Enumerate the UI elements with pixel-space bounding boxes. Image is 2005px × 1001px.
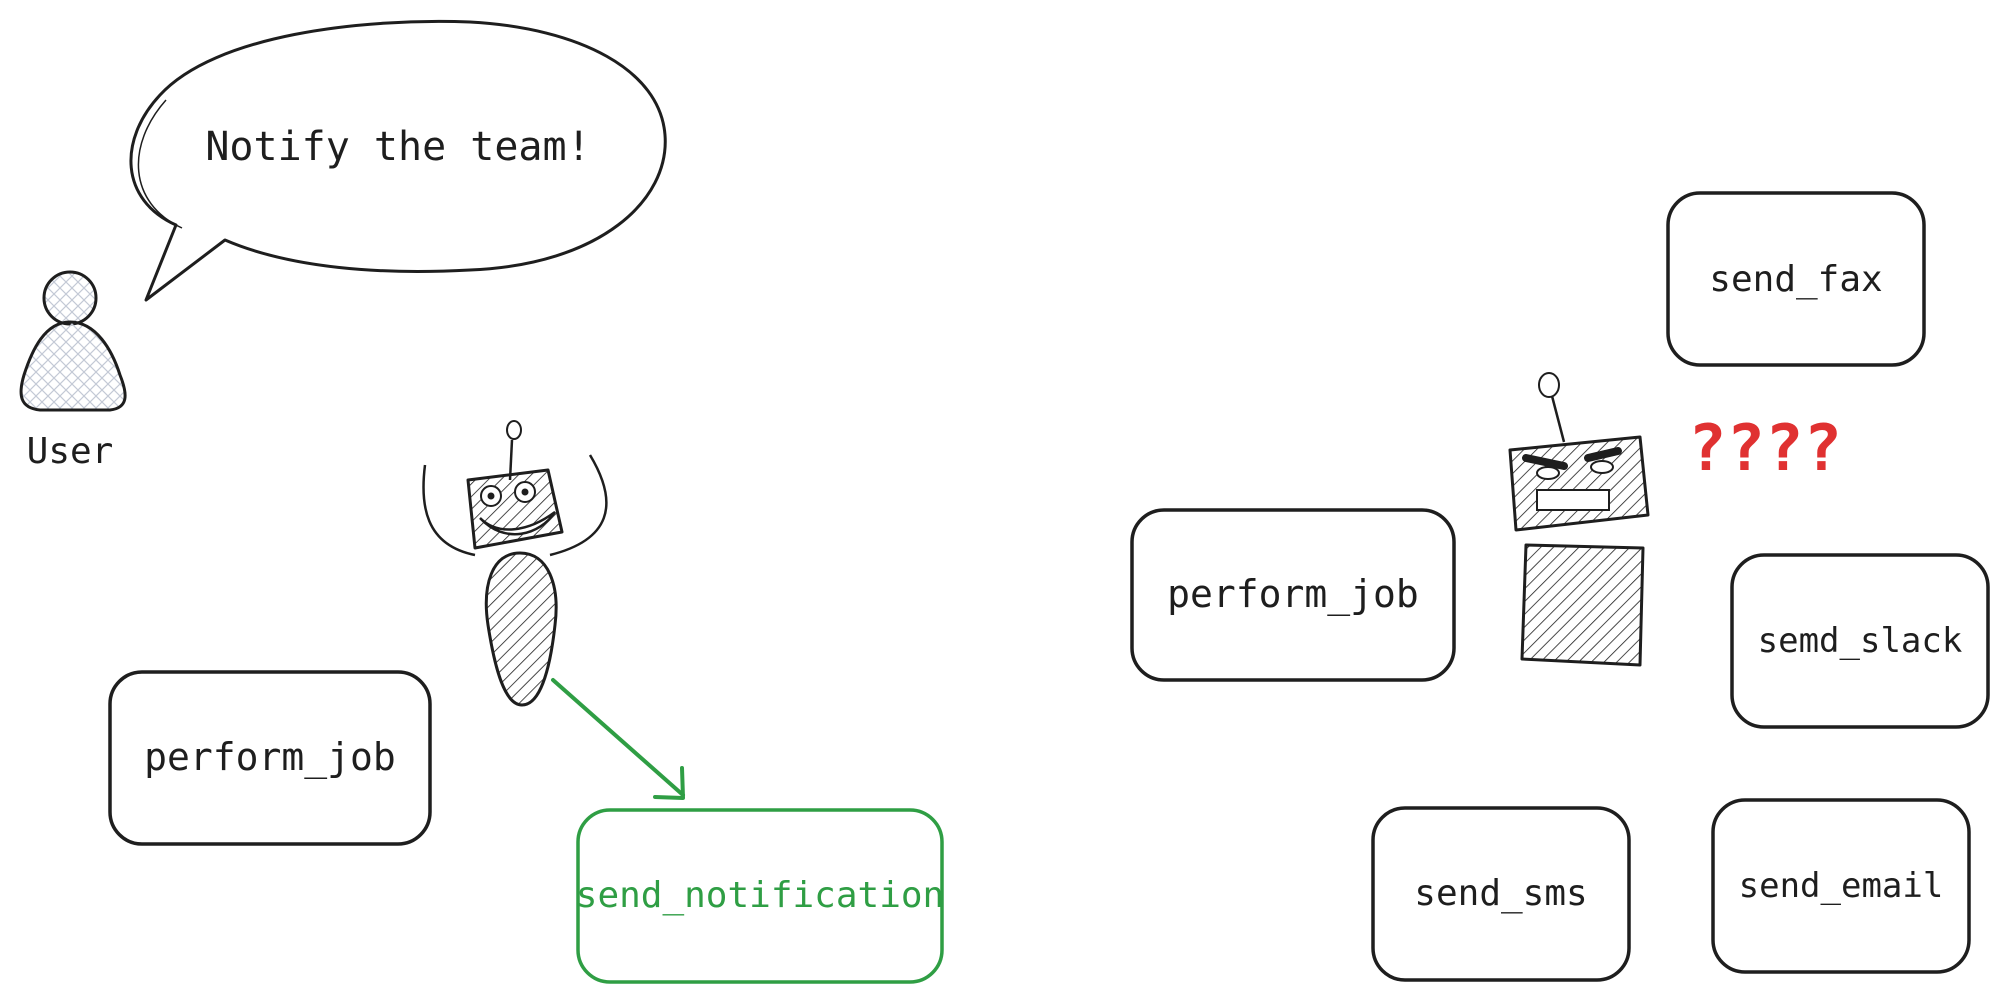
robot-body <box>484 551 558 707</box>
send-email-label: send_email <box>1739 866 1944 906</box>
right-perform-job-box: perform_job <box>1130 508 1456 682</box>
semd-slack-box: semd_slack <box>1730 553 1990 729</box>
happy-robot <box>422 420 608 707</box>
left-perform-job-box: perform_job <box>108 670 432 846</box>
send-notification-box: send_notification <box>576 808 944 984</box>
speech-bubble: Notify the team! <box>129 19 667 302</box>
send-sms-box: send_sms <box>1371 806 1631 982</box>
robot-antenna-icon <box>1538 372 1566 443</box>
left-perform-job-label: perform_job <box>144 735 396 780</box>
send-email-box: send_email <box>1711 798 1971 974</box>
confused-robot <box>1508 372 1650 667</box>
selection-arrow <box>551 678 685 800</box>
angry-face-icon <box>1522 447 1622 511</box>
robot-arm-left <box>422 464 476 557</box>
robot-face-icon <box>479 481 557 536</box>
robot-body <box>1520 543 1645 667</box>
robot-head <box>466 468 564 550</box>
robot-head <box>1508 435 1650 532</box>
send-notification-label: send_notification <box>576 875 944 916</box>
send-fax-label: send_fax <box>1709 259 1882 300</box>
robot-antenna-icon <box>506 420 522 481</box>
speech-text: Notify the team! <box>205 124 590 170</box>
user-figure: User <box>19 270 127 472</box>
confusion-marks: ???? <box>1688 412 1842 486</box>
user-icon <box>19 270 127 412</box>
send-sms-label: send_sms <box>1414 873 1587 914</box>
robot-arm-right <box>549 454 608 557</box>
user-label: User <box>27 431 114 472</box>
send-fax-box: send_fax <box>1666 191 1926 367</box>
right-perform-job-label: perform_job <box>1167 572 1419 617</box>
semd-slack-label: semd_slack <box>1758 621 1963 661</box>
speech-bubble-outline <box>129 19 667 302</box>
